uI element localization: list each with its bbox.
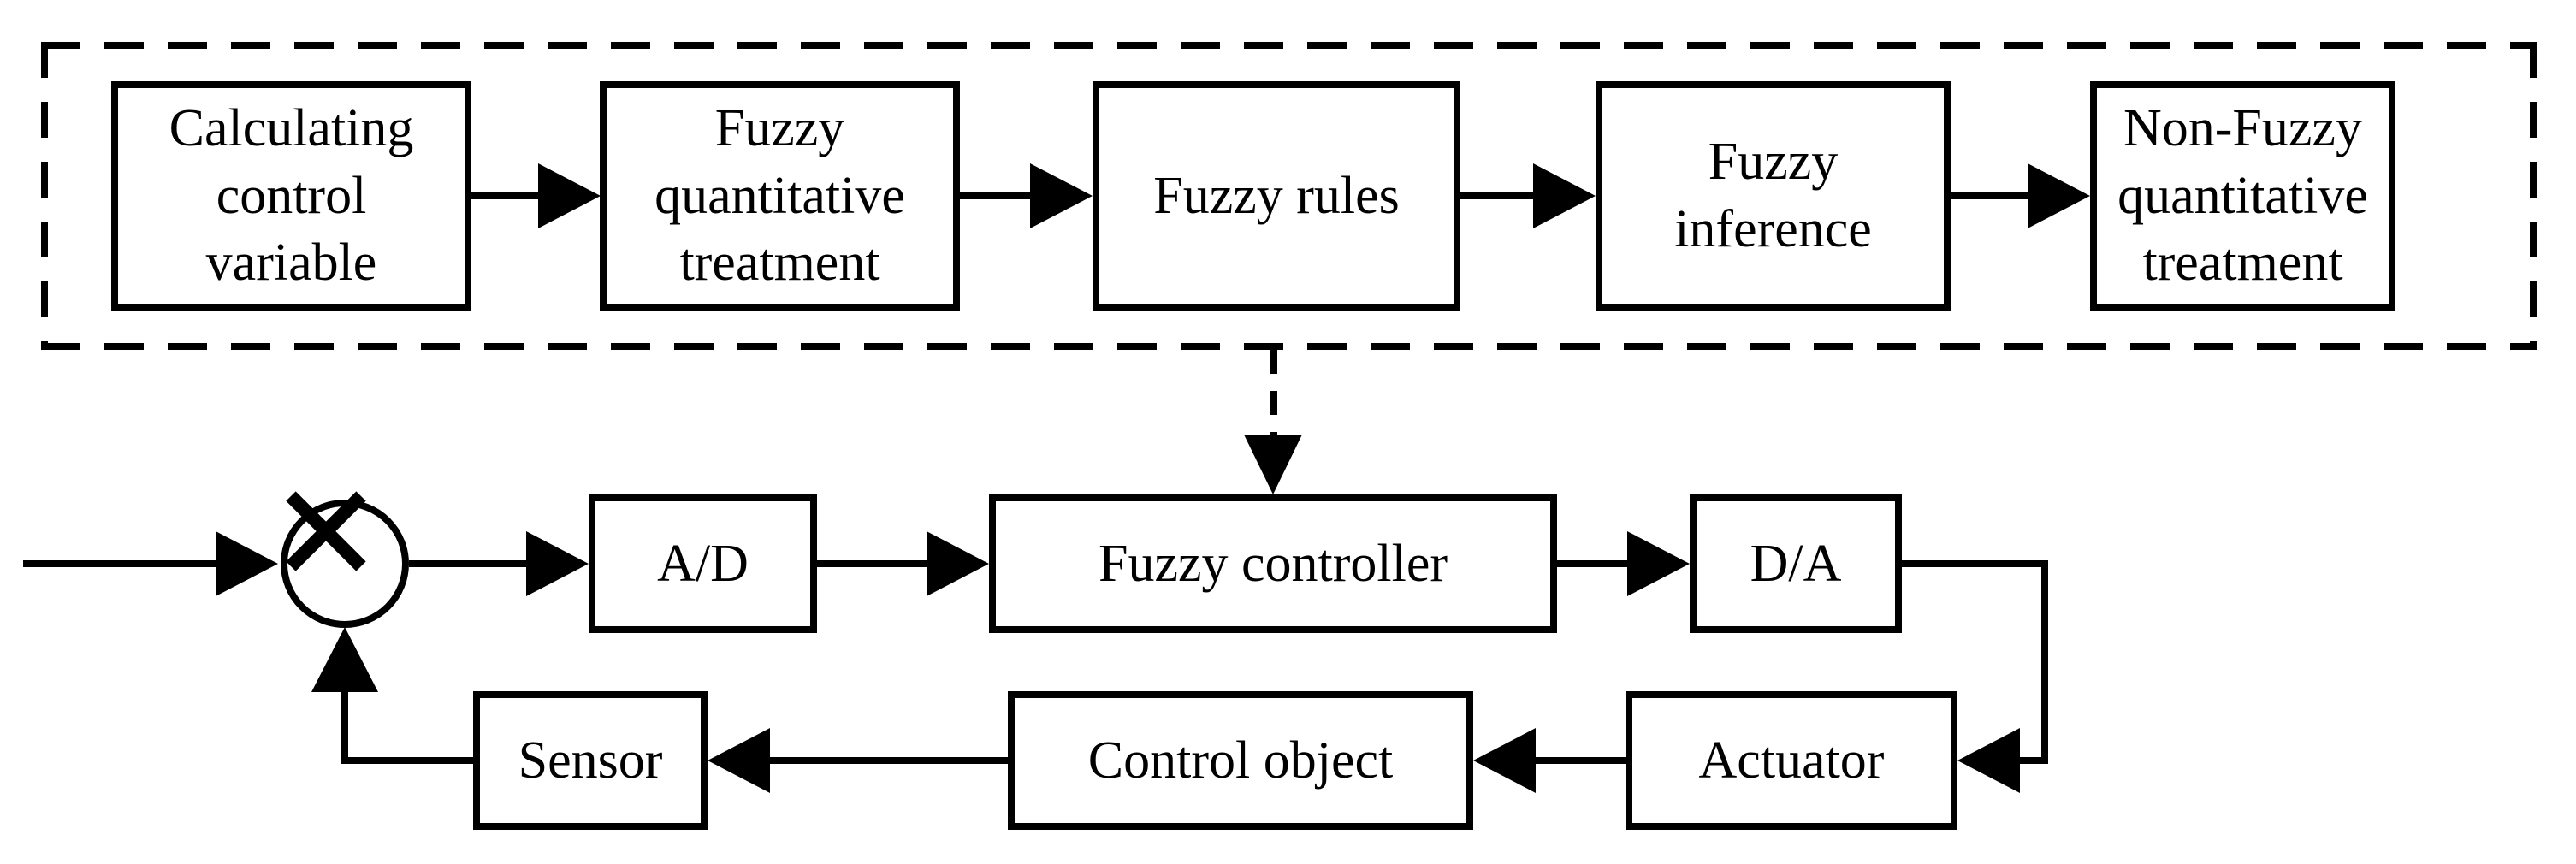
dashed-container-top-border — [41, 42, 2537, 49]
arrowhead-into-sensor-icon — [708, 728, 770, 793]
line-ad-to-controller — [817, 560, 927, 567]
line-sensor-feedback-horizontal — [341, 757, 473, 764]
dashed-line-pipeline-to-controller — [1270, 350, 1277, 435]
line-setpoint-input — [23, 560, 216, 567]
box-actuator: Actuator — [1626, 691, 1957, 830]
box-sensor: Sensor — [473, 691, 708, 830]
line-controller-to-da — [1557, 560, 1628, 567]
line-fuzzyquant-to-rules — [960, 192, 1031, 199]
dashed-container-left-border — [41, 42, 48, 350]
line-inference-to-nonfuzzy — [1951, 192, 2028, 199]
arrowhead-inference-to-nonfuzzy-icon — [2028, 163, 2090, 228]
arrowhead-controller-to-da-icon — [1627, 531, 1690, 596]
arrowhead-into-actuator-icon — [1957, 728, 2020, 793]
line-junction-to-ad — [409, 560, 527, 567]
line-da-down — [2041, 560, 2048, 764]
box-calculating-control-variable: Calculating control variable — [111, 81, 471, 311]
arrowhead-into-controlobject-icon — [1473, 728, 1536, 793]
arrowhead-feedback-to-junction-icon — [311, 627, 378, 692]
arrowhead-fuzzyquant-to-rules-icon — [1030, 163, 1093, 228]
line-into-actuator — [2012, 757, 2048, 764]
box-fuzzy-quantitative-treatment: Fuzzy quantitative treatment — [600, 81, 960, 311]
arrowhead-pipeline-to-controller-icon — [1244, 435, 1302, 494]
line-actuator-to-controlobject — [1535, 757, 1626, 764]
box-fuzzy-controller: Fuzzy controller — [989, 494, 1557, 633]
line-da-output — [1902, 560, 2048, 567]
box-fuzzy-inference: Fuzzy inference — [1596, 81, 1951, 311]
line-rules-to-inference — [1460, 192, 1534, 199]
line-controlobject-to-sensor — [769, 757, 1008, 764]
dashed-container-right-border — [2530, 42, 2537, 350]
box-ad-converter: A/D — [589, 494, 817, 633]
arrowhead-ad-to-controller-icon — [927, 531, 989, 596]
box-non-fuzzy-quantitative-treatment: Non-Fuzzy quantitative treatment — [2090, 81, 2395, 311]
dashed-container-bottom-border — [41, 343, 2537, 350]
box-da-converter: D/A — [1690, 494, 1902, 633]
arrowhead-rules-to-inference-icon — [1533, 163, 1596, 228]
line-sensor-feedback-vertical — [341, 689, 348, 764]
arrowhead-input-to-junction-icon — [216, 531, 278, 596]
box-control-object: Control object — [1008, 691, 1473, 830]
arrowhead-junction-to-ad-icon — [526, 531, 589, 596]
box-fuzzy-rules: Fuzzy rules — [1093, 81, 1460, 311]
line-calc-to-fuzzyquant — [471, 192, 538, 199]
arrowhead-calc-to-fuzzyquant-icon — [538, 163, 601, 228]
